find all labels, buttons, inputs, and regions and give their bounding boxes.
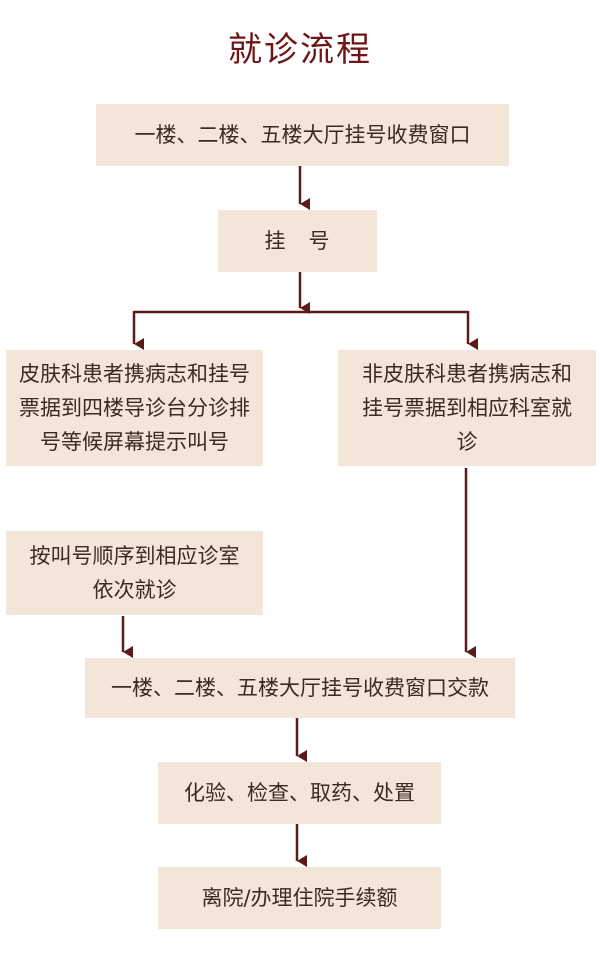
step-derm-patients: 皮肤科患者携病志和挂号票据到四楼导诊台分诊排号等候屏幕提示叫号 <box>6 350 263 466</box>
step-non-derm-patients: 非皮肤科患者携病志和挂号票据到相应科室就诊 <box>338 350 596 466</box>
step-register-window: 一楼、二楼、五楼大厅挂号收费窗口 <box>96 104 509 166</box>
step-discharge: 离院/办理住院手续额 <box>158 867 441 929</box>
step-pay-window: 一楼、二楼、五楼大厅挂号收费窗口交款 <box>85 658 515 718</box>
step-call-order: 按叫号顺序到相应诊室依次就诊 <box>6 531 263 615</box>
step-register: 挂 号 <box>218 210 377 272</box>
step-tests: 化验、检查、取药、处置 <box>158 762 441 824</box>
page-title: 就诊流程 <box>228 30 372 70</box>
